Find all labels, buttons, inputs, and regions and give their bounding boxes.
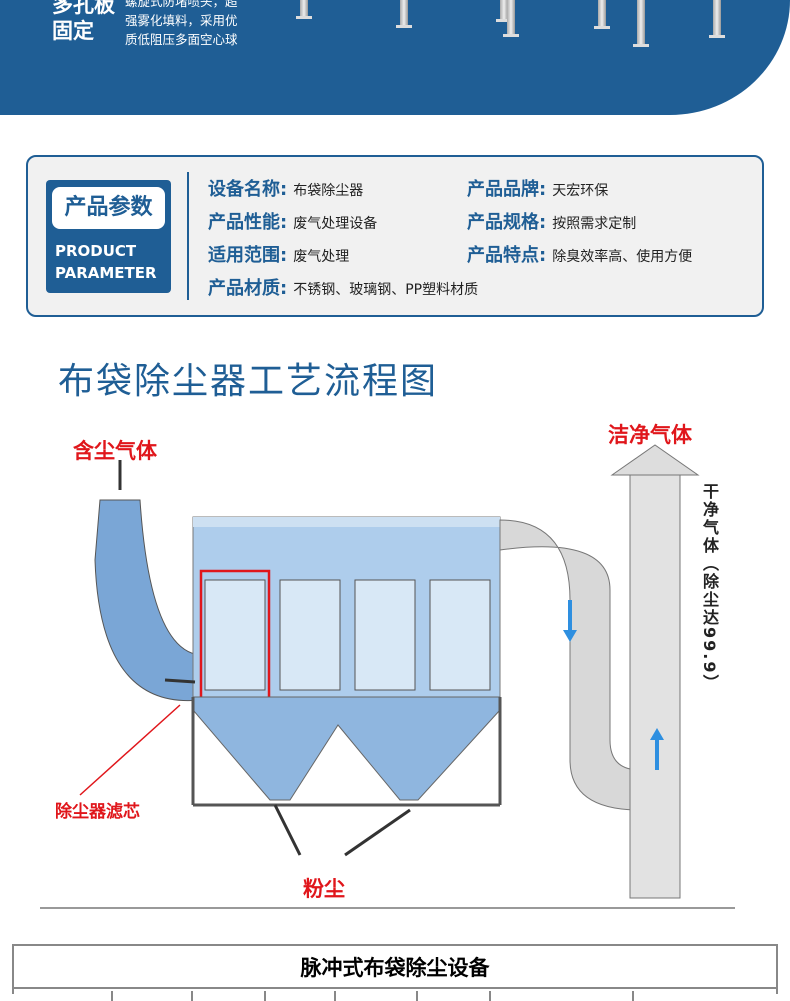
inlet-duct xyxy=(94,499,201,702)
pillar-image xyxy=(594,0,610,29)
col-divider xyxy=(111,991,113,1001)
stack-text: 干净气体（除尘达99.9） xyxy=(700,483,719,693)
param-item: 设备名称:布袋除尘器 xyxy=(208,179,364,200)
inlet-label: 含尘气体 xyxy=(73,439,157,463)
col-divider xyxy=(632,991,634,1001)
pillar-image xyxy=(709,0,725,38)
param-item: 产品性能:废气处理设备 xyxy=(208,212,378,233)
divider xyxy=(187,172,189,300)
hopper xyxy=(192,696,501,801)
param-item: 产品规格:按照需求定制 xyxy=(467,212,637,233)
desc-line: 螺旋式防堵喷头，超 xyxy=(125,0,238,9)
support-frame xyxy=(191,697,502,807)
logo-en-1: PRODUCT xyxy=(55,242,137,260)
chamber-top xyxy=(193,517,500,527)
pillar-image xyxy=(496,0,512,22)
banner-desc: 螺旋式防堵喷头，超 强雾化填料，采用优 质低阻压多面空心球 xyxy=(125,0,265,49)
filter-label: 除尘器滤芯 xyxy=(55,802,140,822)
table-title: 脉冲式布袋除尘设备 xyxy=(14,946,776,989)
spec-table: 脉冲式布袋除尘设备 xyxy=(12,944,778,1001)
pillar-image xyxy=(633,0,649,47)
banner: 多孔板 固定 螺旋式防堵喷头，超 强雾化填料，采用优 质低阻压多面空心球 xyxy=(0,0,790,115)
blue-flow-arrows xyxy=(563,600,664,770)
product-parameters: 产品参数 PRODUCT PARAMETER 设备名称:布袋除尘器 产品品牌:天宏… xyxy=(26,155,764,317)
banner-heading-2: 固定 xyxy=(52,19,94,43)
banner-heading-1: 多孔板 xyxy=(52,0,115,17)
outlet-duct xyxy=(499,519,641,811)
param-item: 适用范围:废气处理 xyxy=(208,245,350,266)
diagram-title: 布袋除尘器工艺流程图 xyxy=(58,361,439,402)
exhaust-stack xyxy=(629,474,681,899)
process-diagram xyxy=(40,444,735,909)
stack-cap xyxy=(610,444,700,476)
col-divider xyxy=(264,991,266,1001)
params-logo: 产品参数 PRODUCT PARAMETER xyxy=(46,180,171,293)
col-divider xyxy=(191,991,193,1001)
logo-en-2: PARAMETER xyxy=(55,264,157,282)
col-divider xyxy=(334,991,336,1001)
param-item: 产品品牌:天宏环保 xyxy=(467,179,609,200)
pillar-image xyxy=(503,0,519,37)
pillar-image xyxy=(396,0,412,28)
desc-line: 质低阻压多面空心球 xyxy=(125,32,238,47)
outlet-label: 洁净气体 xyxy=(608,423,692,447)
logo-en: PRODUCT PARAMETER xyxy=(55,240,157,284)
param-item: 产品材质:不锈钢、玻璃钢、PP塑料材质 xyxy=(208,278,479,299)
logo-cn: 产品参数 xyxy=(52,187,165,229)
pillar-image xyxy=(296,0,312,19)
param-item: 产品特点:除臭效率高、使用方便 xyxy=(467,245,693,266)
col-divider xyxy=(489,991,491,1001)
dust-label: 粉尘 xyxy=(303,877,345,901)
flow-arrows xyxy=(79,460,411,857)
desc-line: 强雾化填料，采用优 xyxy=(125,13,238,28)
filter-bags xyxy=(204,579,491,691)
col-divider xyxy=(416,991,418,1001)
